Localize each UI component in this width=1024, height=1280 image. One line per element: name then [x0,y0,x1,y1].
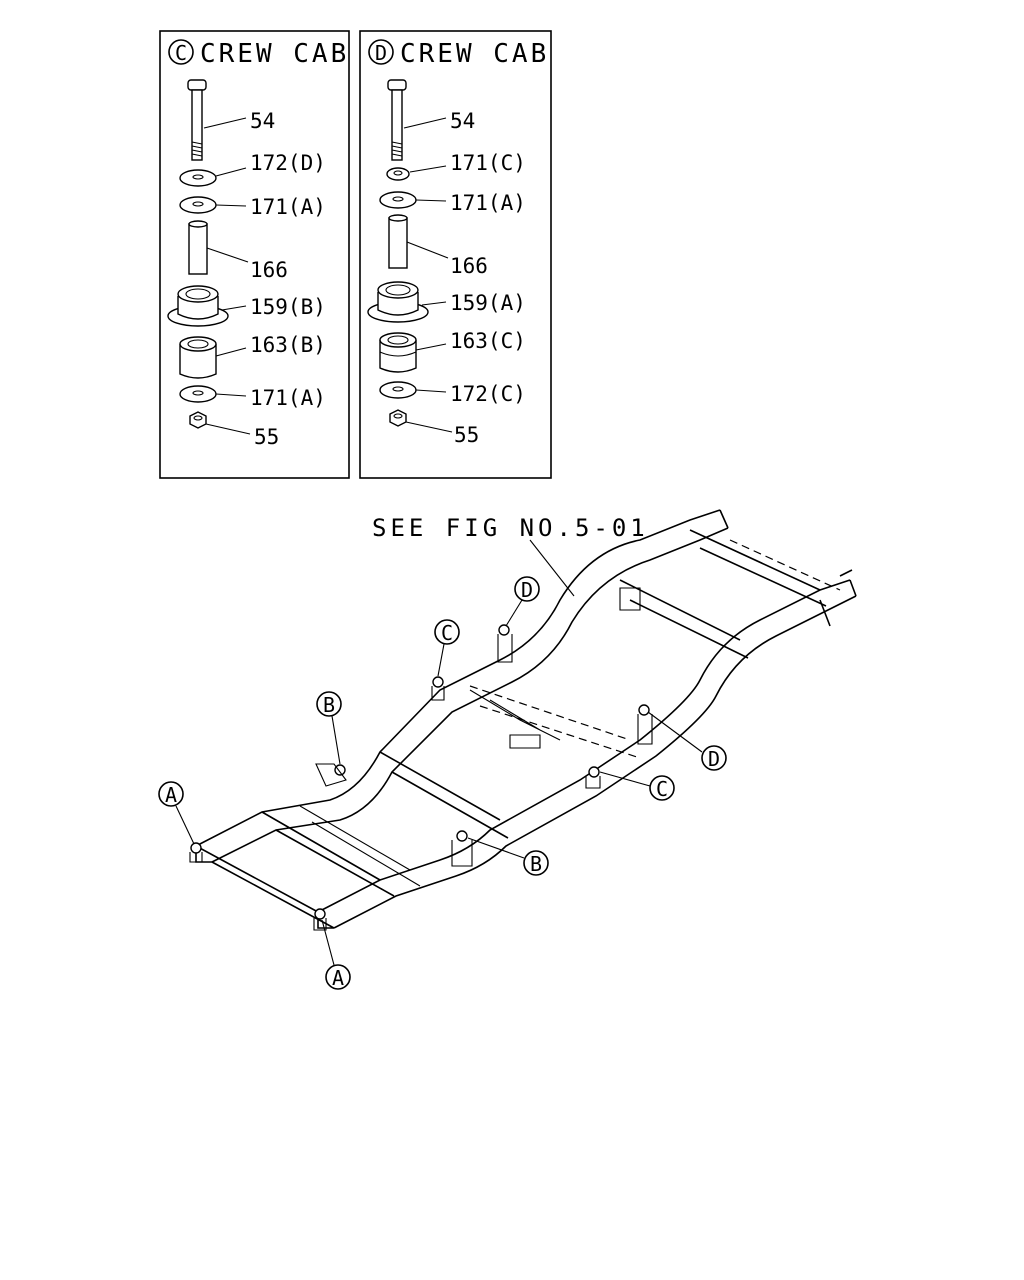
washer-icon [179,196,217,214]
callout-a-left-leader [175,805,195,845]
panel-d-part-3: 171(A) [450,191,526,215]
callout-b-left [316,691,342,717]
callout-b-left-label: B [323,693,335,717]
mount-c-right [585,766,601,789]
washer-icon [379,191,417,209]
bolt-icon [187,79,207,161]
panel-c-part-5: 159(B) [250,295,326,319]
callout-a-left [158,781,184,807]
left-rail-inner [211,527,729,863]
mount-front-left [189,842,203,863]
panel-d-part-8: 55 [454,423,479,447]
callout-c-left [434,619,460,645]
washer-icon [379,381,417,399]
panel-c-part-8: 55 [254,425,279,449]
chassis-frame: SEE FIG NO.5-01 [158,509,857,990]
right-rail-inner [333,595,857,929]
mount-b-right [451,830,473,867]
callout-b-right-label: B [530,852,542,876]
cushion-icon [379,332,417,373]
callout-d-left [514,576,540,602]
rear-crossmember-hidden [729,539,841,591]
callout-a-left-label: A [165,783,177,807]
rear-frame-end [719,509,857,627]
transmission-support [469,689,561,741]
callout-d-right-leader [647,711,703,753]
mid-crossmember-hidden [469,685,641,759]
panel-c-part-3: 171(A) [250,195,326,219]
panel-c-title: CREW CAB [200,39,349,69]
callout-c-left-leader [437,643,445,677]
third-crossmember [299,805,421,887]
sleeve-icon [388,214,408,269]
panel-c-part-1: 54 [250,109,275,133]
panel-crew-cab-c: C CREW CAB 54 172(D) 171(A) 166 [159,30,350,479]
panel-c-badge-circle [168,39,194,65]
callout-a-right-label: A [332,966,344,990]
nut-icon [389,409,407,427]
panel-d-part-7: 172(C) [450,382,526,406]
cushion-icon [367,281,429,323]
panel-d-part-6: 163(C) [450,329,526,353]
panel-c-part-7: 171(A) [250,386,326,410]
rear-crossmember-2 [689,529,827,607]
mid-crossmember-1 [379,751,509,839]
callout-d-right-label: D [708,747,720,771]
callout-d-left-leader [505,599,523,627]
washer-icon [386,167,410,181]
panel-d-part-1: 54 [450,109,475,133]
left-rail-outer [195,509,721,847]
front-crossmember [195,845,335,929]
panel-d-badge: D [375,41,387,65]
mount-d-right [637,704,653,745]
panel-c-border [159,30,350,479]
panel-d-part-4: 166 [450,254,488,278]
panel-d-badge-circle [368,39,394,65]
sleeve-icon [188,220,208,275]
mount-c-left [431,676,445,701]
callout-a-right-leader [321,919,335,966]
panel-d-title: CREW CAB [400,39,549,69]
panel-c-badge: C [175,41,187,65]
nut-icon [189,411,207,429]
mount-d-left [497,624,513,663]
panel-crew-cab-d: D CREW CAB 54 171(C) 171(A) 166 [359,30,552,479]
bolt-icon [387,79,407,161]
washer-icon [179,169,217,187]
callout-c-right [649,775,675,801]
rear-bracket [619,587,641,611]
callout-c-right-label: C [656,777,668,801]
callout-b-right-leader [467,837,525,859]
callout-d-right [701,745,727,771]
frame-reference-note: SEE FIG NO.5-01 [372,514,649,542]
washer-icon [179,385,217,403]
panel-d-border [359,30,552,479]
panel-c-part-4: 166 [250,258,288,282]
callout-b-left-leader [331,715,341,765]
callout-a-right [325,964,351,990]
cushion-icon [179,336,217,379]
second-crossmember [261,811,395,897]
panel-d-part-2: 171(C) [450,151,526,175]
callout-b-right [523,850,549,876]
support-bracket [509,734,541,749]
mount-front-right [313,908,327,931]
callout-c-right-leader [599,771,651,787]
panel-c-part-2: 172(D) [250,151,326,175]
reference-leader [529,539,575,597]
callout-c-left-label: C [441,621,453,645]
panel-c-part-6: 163(B) [250,333,326,357]
mount-b-left [315,763,347,787]
callout-d-left-label: D [521,578,533,602]
right-rail-outer [317,579,851,913]
cushion-icon [167,285,229,327]
panel-d-part-5: 159(A) [450,291,526,315]
rear-crossmember-1 [619,579,749,659]
